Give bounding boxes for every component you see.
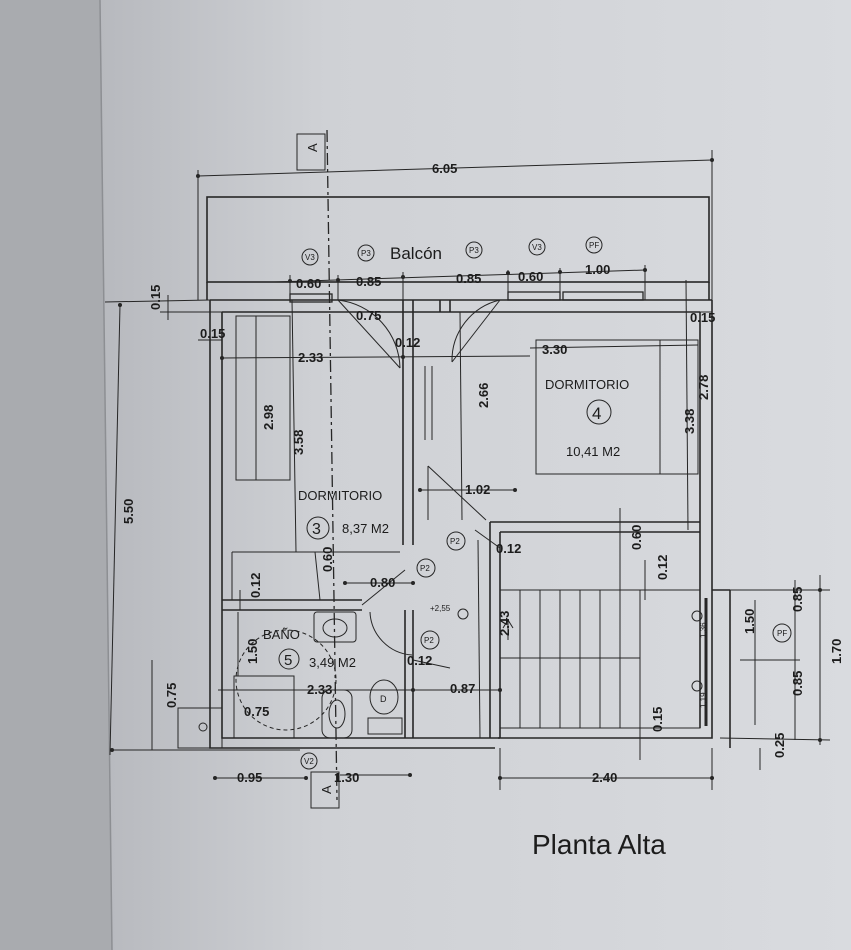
dim-bed4-depth: 3.38 [682,409,697,434]
bedroom3-number: 3 [312,521,321,538]
dim-stair-gap: 0.12 [655,555,670,580]
dim-pf-down: 0.85 [790,671,805,696]
dim-left-bottom: 0.95 [237,770,262,785]
tag-p3-left: P3 [361,249,371,258]
dim-bath-door-offset: 0.60 [320,547,335,572]
dim-corridor-len: 2.66 [476,383,491,408]
dim-balcony-depth: 0.15 [148,285,163,310]
section-mark-bottom: A [319,785,334,794]
tag-p2-hall: P2 [420,564,430,573]
tag-p2-bath: P2 [424,636,434,645]
tag-v3-right: V3 [532,243,542,252]
dim-pf-top: 1.00 [585,262,610,277]
dim-bath-width: 2.33 [307,682,332,697]
page-title: Planta Alta [532,829,666,860]
dim-pf-side: 1.50 [742,609,757,634]
dim-shower-side: 0.75 [164,683,179,708]
dim-stair-low-wall: 0.15 [650,707,665,732]
step-low-label: 1,19 [699,692,708,708]
tag-p3-right: P3 [469,246,479,255]
level-markers [457,608,703,692]
paper-sheet-back [0,0,120,950]
bedroom4-area: 10,41 M2 [566,444,620,459]
bedroom4-number: 4 [592,404,601,423]
staircase [499,589,708,729]
dim-hall-gap: 0.87 [450,681,475,696]
dim-bed3-depth: 3.58 [291,430,306,455]
paper-sheet [100,0,851,950]
bedroom4-name: DORMITORIO [545,377,629,392]
dim-v3-right: 0.60 [518,269,543,284]
paper-edge [99,0,113,950]
dimension-ticks [110,158,822,780]
dim-bath-thk: 0.12 [407,653,432,668]
dim-corridor-width: 1.02 [465,482,490,497]
bedroom3-name: DORMITORIO [298,488,382,503]
dim-door-bed3: 0.75 [356,308,381,323]
dim-bed4-width: 3.30 [542,342,567,357]
dim-shower: 0.75 [244,704,269,719]
walls [206,196,731,749]
dim-hall-len: 2.43 [497,611,512,636]
dim-closet-len: 2.98 [261,405,276,430]
dim-stair-landing: 0.60 [629,525,644,550]
dim-wall-mid: 0.12 [395,335,420,350]
dim-total-width: 6.05 [432,161,457,176]
dim-v3-left: 0.60 [296,276,321,291]
dim-wall-left: 0.15 [200,326,225,341]
furniture-outlines [231,315,699,600]
dim-total-height: 5.50 [121,499,136,524]
section-cut-line [296,129,340,809]
toilet-mark: D [380,694,387,704]
dim-p3-right: 0.85 [456,271,481,286]
tag-p2-corridor: P2 [450,537,460,546]
opening-tag-circles [278,236,792,770]
dim-wall-p2: 0.12 [496,541,521,556]
bath-area: 3,49 M2 [309,655,356,670]
tag-pf-side: PF [777,629,787,638]
dimension-lines [104,150,831,790]
bedroom3-area: 8,37 M2 [342,521,389,536]
section-mark-top: A [305,143,320,152]
tag-pf-top: PF [589,241,599,250]
dim-hall-width: 0.80 [370,575,395,590]
dim-wall-right: 0.15 [690,310,715,325]
dim-stair-bottom: 0.25 [772,733,787,758]
bath-name: BAÑO [263,627,300,642]
dim-v2-width: 1.30 [334,770,359,785]
dim-bed4-depth-inner: 2.78 [696,375,711,400]
dim-bath-wall: 0.12 [248,573,263,598]
dim-p3-left: 0.85 [356,274,381,289]
dim-bed3-width: 2.33 [298,350,323,365]
dim-pf-up: 0.85 [790,587,805,612]
balcony-label: Balcón [390,244,442,263]
dim-stair-width: 2.40 [592,770,617,785]
dim-bath-depth: 1.50 [245,639,260,664]
bath-number: 5 [284,652,292,669]
tag-v2: V2 [304,757,314,766]
dim-stair-total: 1.70 [829,639,844,664]
bath-fixtures [177,611,403,749]
step-high-label: 1,36 [699,622,708,638]
tag-v3-left: V3 [305,253,315,262]
door-swings [337,299,501,669]
level-label: +2,55 [430,604,451,613]
